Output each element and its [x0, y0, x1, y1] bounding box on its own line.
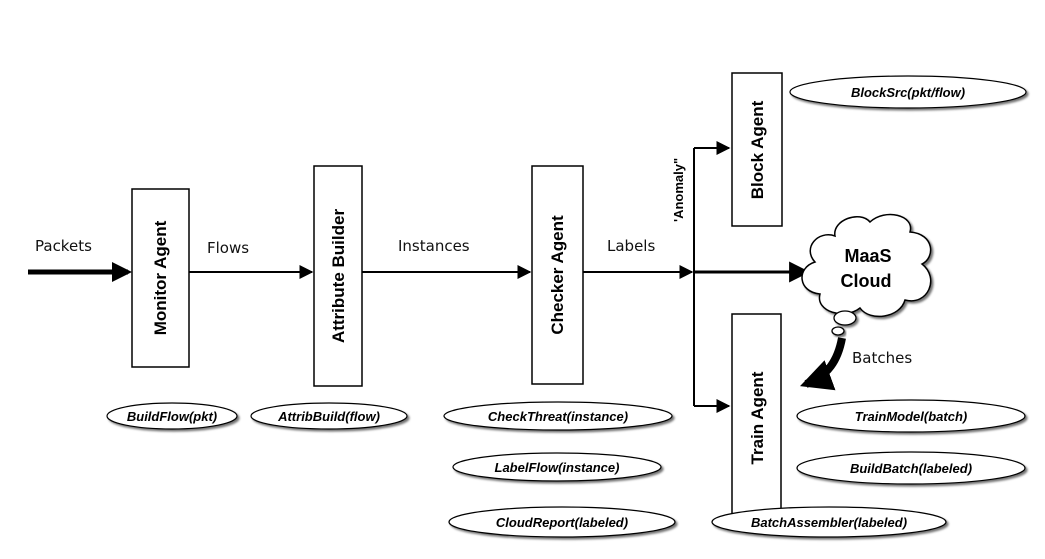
attribute-builder-box: Attribute Builder: [313, 165, 363, 387]
cloud-label-line2: Cloud: [841, 271, 892, 291]
batches-arrow: [799, 337, 846, 391]
train-agent-box: Train Agent: [731, 313, 782, 525]
maas-cloud: MaaS Cloud: [801, 213, 932, 336]
block-agent-box: Block Agent: [731, 72, 783, 227]
svg-text:CheckThreat(instance): CheckThreat(instance): [488, 409, 628, 424]
labels-label: Labels: [607, 237, 655, 255]
svg-text:AttribBuild(flow): AttribBuild(flow): [277, 409, 380, 424]
checker-agent-box: Checker Agent: [531, 165, 584, 385]
svg-text:CloudReport(labeled): CloudReport(labeled): [496, 515, 628, 530]
method-build-batch: BuildBatch(labeled): [796, 451, 1026, 485]
monitor-agent-box: Monitor Agent: [131, 188, 190, 368]
svg-text:BlockSrc(pkt/flow): BlockSrc(pkt/flow): [851, 85, 965, 100]
monitor-agent-label: Monitor Agent: [151, 220, 170, 335]
method-cloud-report: CloudReport(labeled): [448, 506, 676, 538]
method-build-flow: BuildFlow(pkt): [106, 402, 238, 430]
packets-label: Packets: [35, 237, 92, 255]
batches-label: Batches: [852, 349, 912, 367]
anomaly-label: 'Anomaly": [671, 158, 686, 222]
method-block-src: BlockSrc(pkt/flow): [789, 75, 1027, 109]
svg-text:TrainModel(batch): TrainModel(batch): [855, 409, 967, 424]
block-agent-label: Block Agent: [748, 100, 767, 199]
method-attrib-build: AttribBuild(flow): [250, 402, 408, 430]
method-check-threat: CheckThreat(instance): [443, 401, 673, 431]
method-label-flow: LabelFlow(instance): [452, 452, 662, 482]
attribute-builder-label: Attribute Builder: [329, 209, 348, 343]
method-train-model: TrainModel(batch): [796, 399, 1026, 433]
svg-text:BatchAssembler(labeled): BatchAssembler(labeled): [751, 515, 907, 530]
checker-agent-label: Checker Agent: [548, 215, 567, 335]
train-agent-label: Train Agent: [748, 371, 767, 464]
svg-text:BuildFlow(pkt): BuildFlow(pkt): [127, 409, 217, 424]
svg-text:LabelFlow(instance): LabelFlow(instance): [495, 460, 620, 475]
flows-label: Flows: [207, 239, 249, 257]
method-batch-assembler: BatchAssembler(labeled): [711, 506, 947, 538]
instances-label: Instances: [398, 237, 470, 255]
svg-text:BuildBatch(labeled): BuildBatch(labeled): [850, 461, 972, 476]
cloud-label-line1: MaaS: [844, 246, 891, 266]
